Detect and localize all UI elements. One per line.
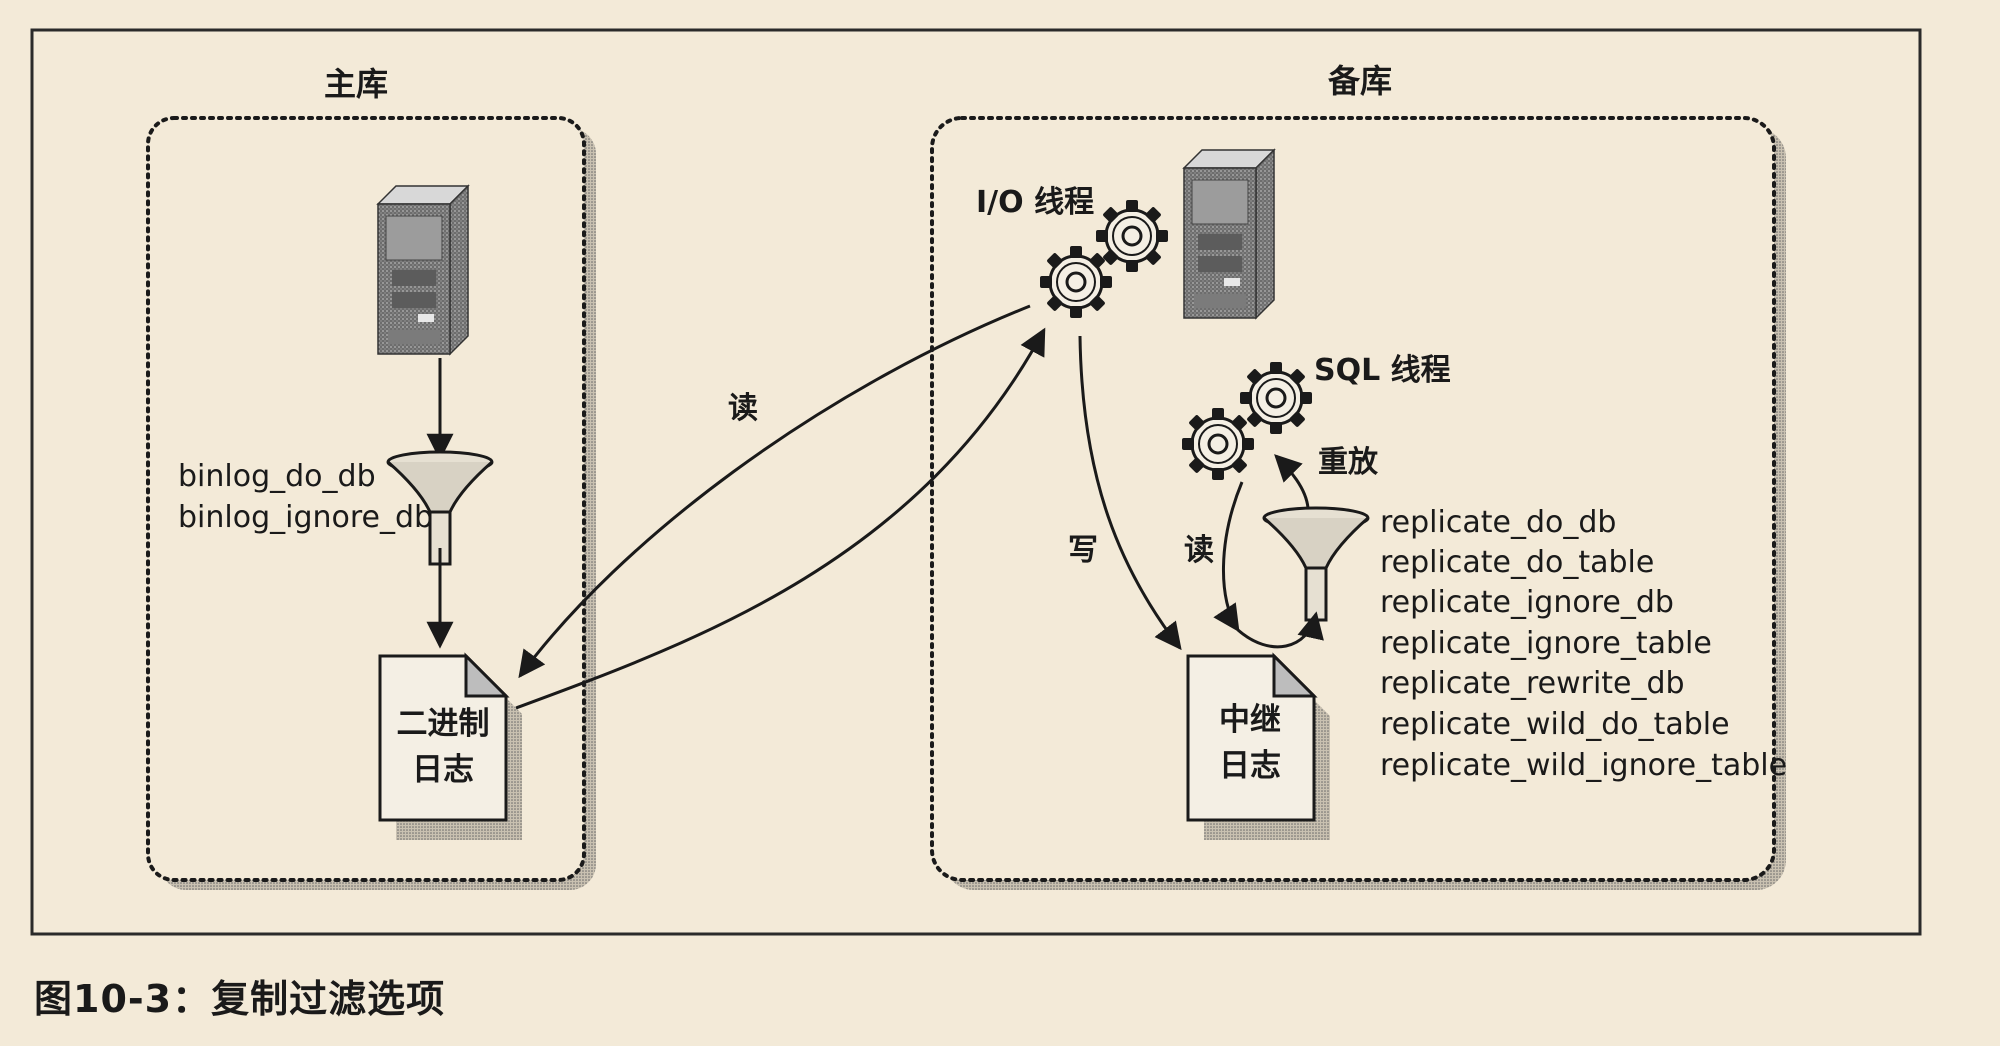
edge-label-write: 写 <box>1068 533 1098 568</box>
arrow-relay-to-funnel <box>1237 611 1324 649</box>
replicate-filter-5: replicate_rewrite_db <box>1380 666 1685 701</box>
binlog-doc-line1: 二进制 <box>397 706 490 742</box>
binlog-document-icon <box>378 652 522 840</box>
relay-doc-line1: 中继 <box>1219 702 1281 738</box>
relay-doc-line2: 日志 <box>1219 748 1281 784</box>
replicate-filter-1: replicate_do_db <box>1380 505 1616 540</box>
arrow-io-to-binlog <box>518 304 1031 679</box>
arrow-funnel-to-sql <box>1274 454 1310 509</box>
replicate-filter-7: replicate_wild_ignore_table <box>1380 748 1787 783</box>
master-server-icon <box>377 185 469 355</box>
figure-frame <box>30 28 1922 936</box>
sql-thread-label: SQL 线程 <box>1314 353 1451 388</box>
replica-region: 备库 <box>930 62 1786 890</box>
replicate-filter-list: replicate_do_db replicate_do_table repli… <box>1380 505 1787 783</box>
sql-thread-gear-icon <box>1180 406 1256 482</box>
replica-title: 备库 <box>1328 62 1392 100</box>
replay-label: 重放 <box>1318 445 1379 480</box>
edge-label-read-master: 读 <box>728 391 758 426</box>
io-thread-gear-icon <box>1038 244 1114 320</box>
arrow-sql-to-relay <box>1213 481 1244 633</box>
figure-caption: 图10-3：复制过滤选项 <box>34 977 446 1021</box>
binlog-doc-line2: 日志 <box>412 752 474 788</box>
master-title: 主库 <box>324 65 388 103</box>
arrow-io-to-relay <box>1078 335 1182 651</box>
replicate-filter-4: replicate_ignore_table <box>1380 626 1712 661</box>
arrow-binlog-to-io <box>515 327 1046 710</box>
replicate-filter-2: replicate_do_table <box>1380 545 1654 580</box>
replicate-filter-6: replicate_wild_do_table <box>1380 707 1730 742</box>
edge-label-read-relay: 读 <box>1184 533 1214 568</box>
sql-thread-gear-icon-2 <box>1238 360 1314 436</box>
io-thread-label: I/O 线程 <box>976 185 1094 220</box>
replica-server-icon <box>1183 149 1275 319</box>
binlog-filter-2: binlog_ignore_db <box>178 500 433 535</box>
replicate-filter-3: replicate_ignore_db <box>1380 585 1674 620</box>
relay-log-document-icon <box>1186 652 1330 840</box>
io-thread-gear-icon-2 <box>1094 198 1170 274</box>
binlog-filter-1: binlog_do_db <box>178 459 376 494</box>
